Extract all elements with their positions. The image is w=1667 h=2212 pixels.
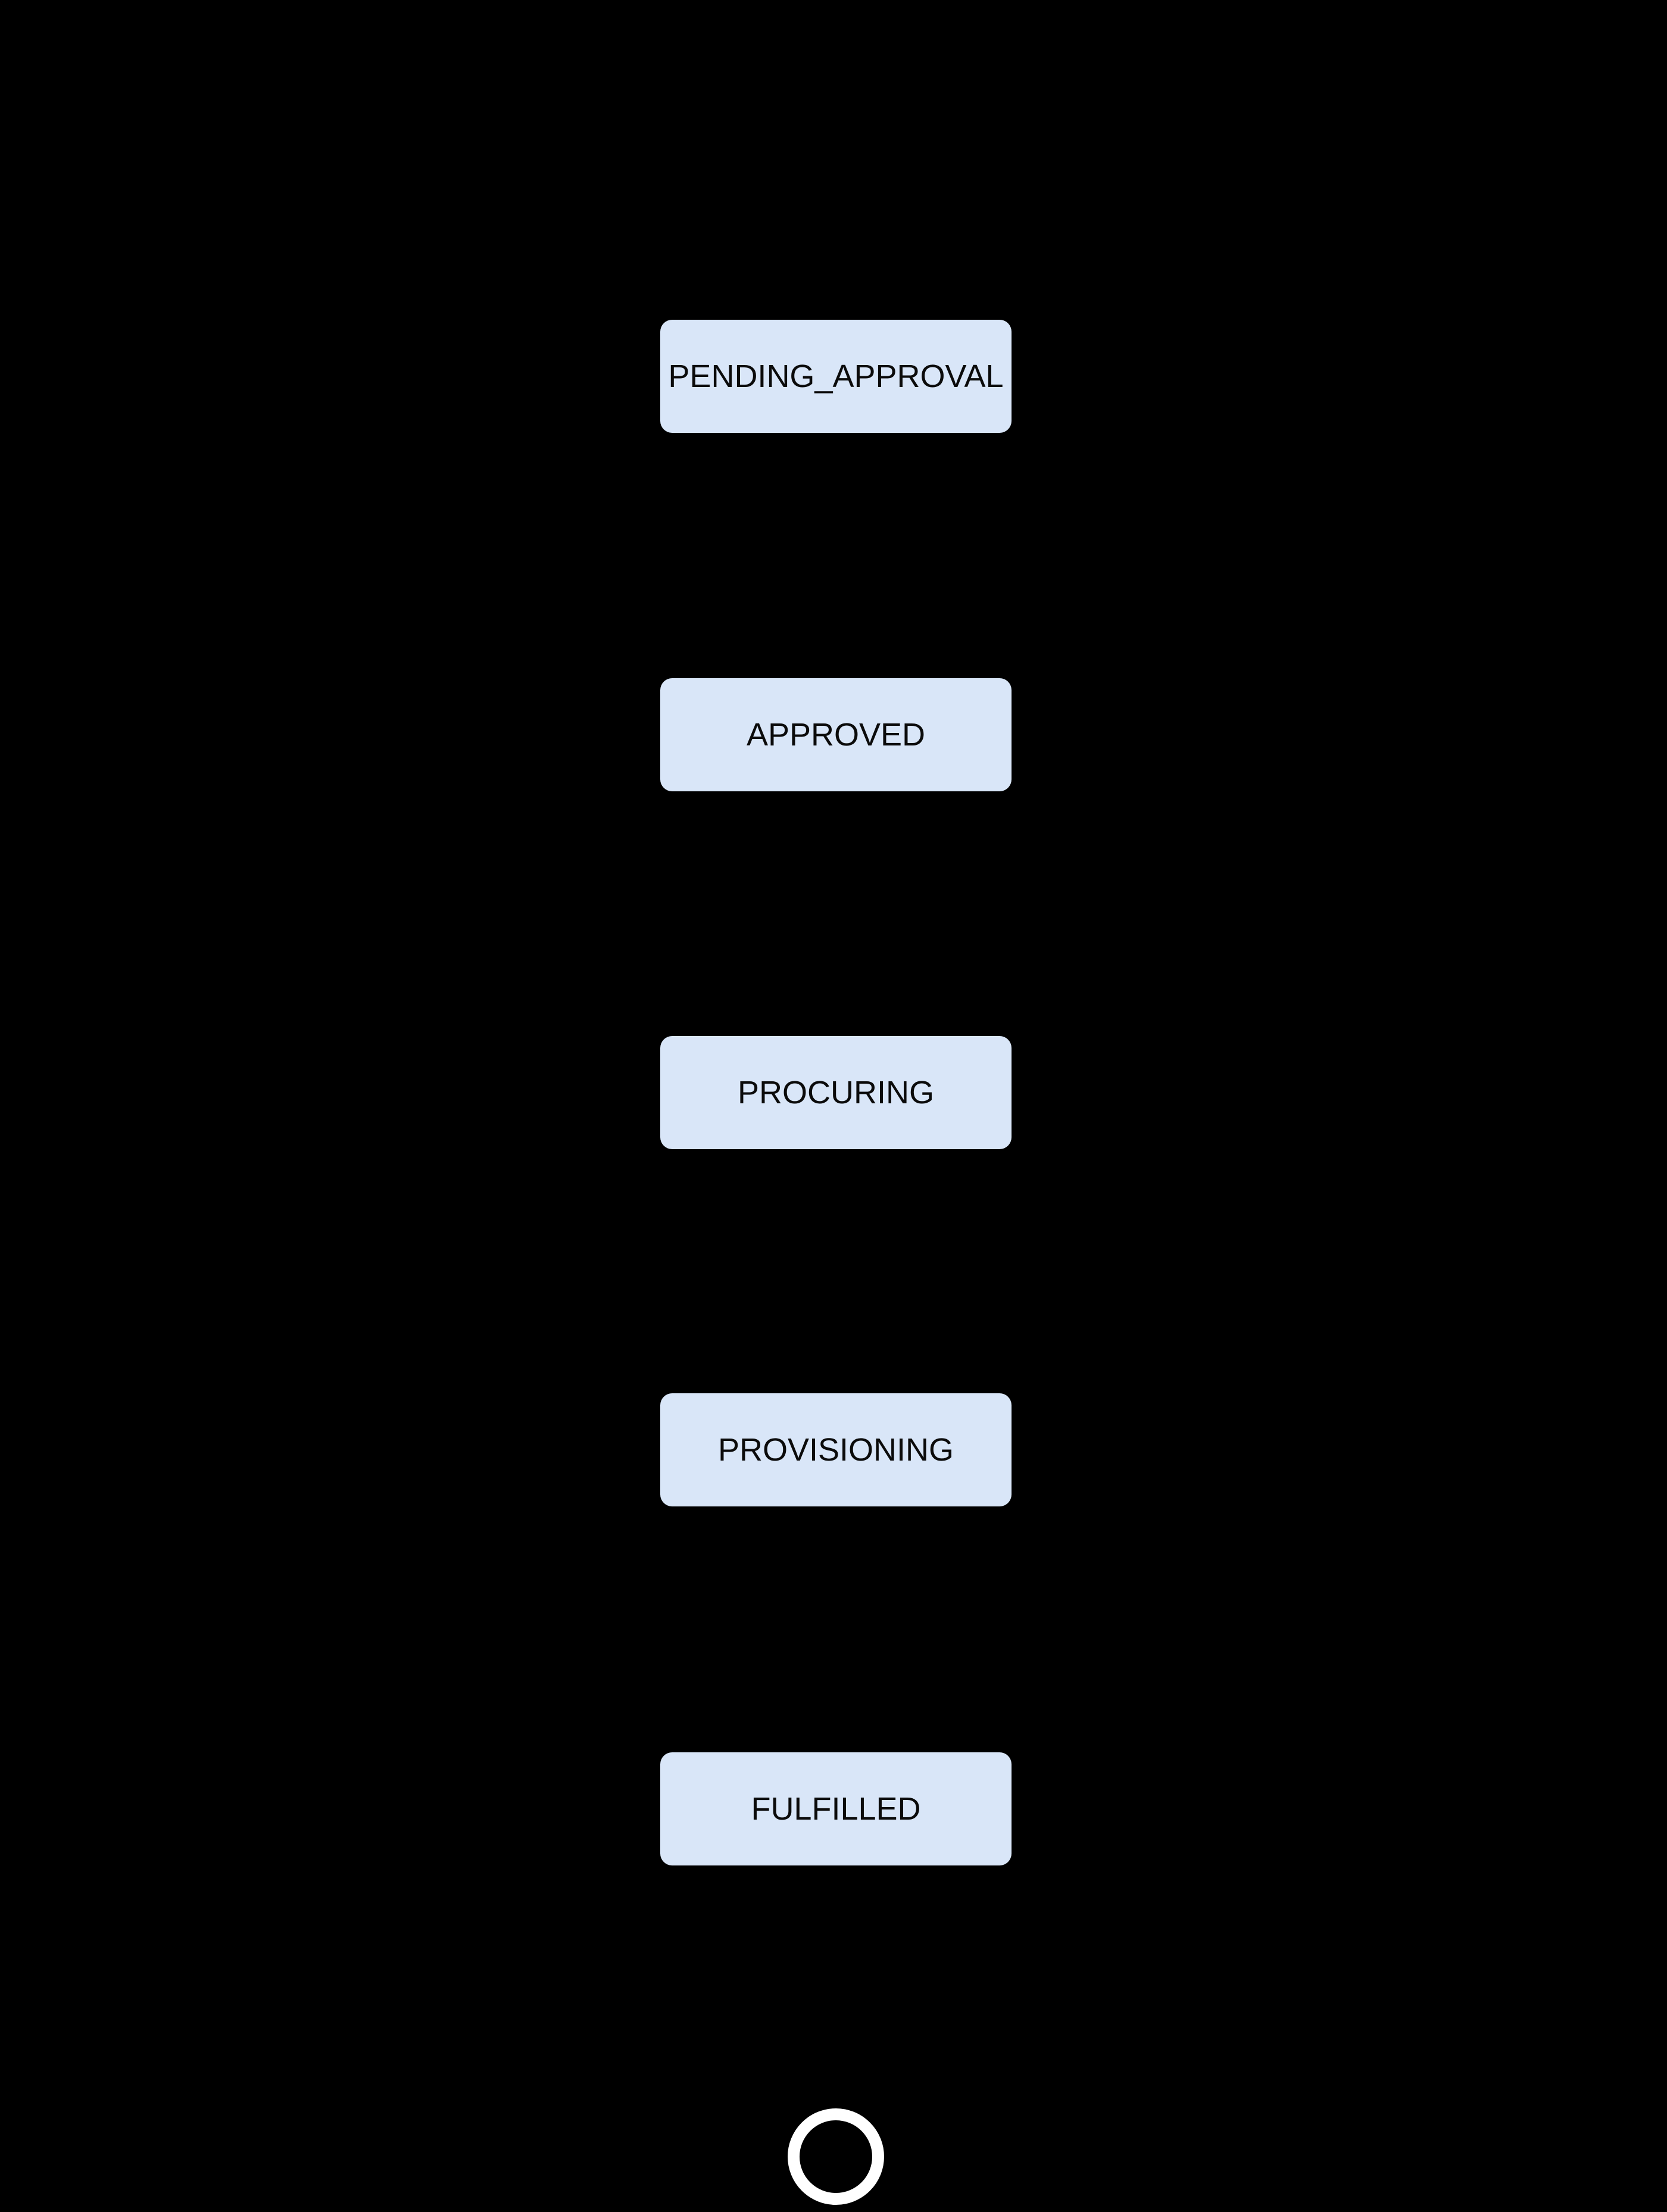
state-label: PROVISIONING [717, 1432, 954, 1468]
state-node-procuring: PROCURING [660, 1036, 1012, 1149]
state-label: PROCURING [737, 1075, 934, 1110]
state-node-fulfilled: FULFILLED [660, 1752, 1012, 1865]
state-node-pending-approval: PENDING_APPROVAL [660, 320, 1012, 433]
state-node-provisioning: PROVISIONING [660, 1393, 1012, 1506]
state-node-approved: APPROVED [660, 678, 1012, 791]
state-label: FULFILLED [751, 1791, 921, 1827]
final-state-icon [788, 2108, 884, 2205]
state-label: PENDING_APPROVAL [668, 358, 1004, 394]
state-label: APPROVED [746, 717, 926, 753]
